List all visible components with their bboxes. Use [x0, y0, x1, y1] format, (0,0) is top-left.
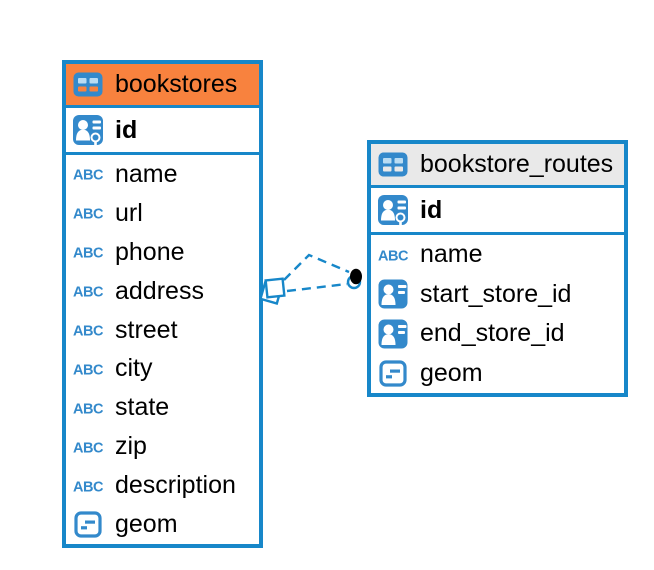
relationship-connector	[259, 253, 362, 305]
table-title: bookstores	[115, 70, 238, 98]
column-name[interactable]: ABC name	[371, 235, 624, 275]
relation-line-lower[interactable]	[286, 282, 348, 293]
column-name: name	[115, 159, 178, 188]
text-icon: ABC	[72, 438, 104, 456]
column-name: geom	[420, 358, 483, 387]
text-icon: ABC	[72, 399, 104, 417]
table-title: bookstore_routes	[420, 150, 614, 178]
relation-one-end-symbol[interactable]	[346, 268, 362, 290]
column-name: state	[115, 393, 170, 422]
svg-text:ABC: ABC	[73, 401, 104, 417]
table-icon	[377, 152, 409, 177]
column-id[interactable]: id	[66, 108, 259, 155]
svg-text:ABC: ABC	[73, 362, 104, 378]
primary-key-icon	[377, 189, 409, 231]
svg-text:ABC: ABC	[73, 207, 104, 223]
column-phone[interactable]: ABC phone	[66, 233, 259, 272]
column-name: name	[420, 240, 483, 269]
column-start_store_id[interactable]: start_store_id	[371, 275, 624, 315]
table-header[interactable]: bookstore_routes	[371, 144, 624, 188]
geometry-icon	[72, 511, 104, 538]
text-icon: ABC	[72, 243, 104, 262]
column-end_store_id[interactable]: end_store_id	[371, 314, 624, 354]
text-icon: ABC	[377, 246, 409, 264]
column-name: street	[115, 315, 178, 344]
column-name: id	[420, 195, 443, 224]
text-icon: ABC	[72, 360, 104, 378]
column-zip[interactable]: ABC zip	[66, 427, 259, 466]
text-icon: ABC	[72, 321, 104, 340]
reference-icon	[377, 319, 409, 349]
svg-text:ABC: ABC	[73, 479, 104, 495]
svg-text:ABC: ABC	[73, 168, 104, 184]
svg-text:ABC: ABC	[73, 285, 104, 301]
column-street[interactable]: ABC street	[66, 311, 259, 350]
text-icon: ABC	[72, 204, 104, 223]
column-name: address	[115, 276, 204, 305]
column-name: zip	[115, 432, 147, 461]
column-city[interactable]: ABC city	[66, 350, 259, 389]
text-icon: ABC	[72, 282, 104, 301]
column-name: end_store_id	[420, 319, 565, 348]
table-header[interactable]: bookstores	[66, 64, 259, 108]
column-geom[interactable]: geom	[371, 354, 624, 394]
geometry-icon	[377, 360, 409, 387]
column-name[interactable]: ABC name	[66, 155, 259, 194]
column-name: start_store_id	[420, 279, 572, 308]
column-name: description	[115, 471, 236, 500]
reference-icon	[377, 279, 409, 309]
relation-line-upper[interactable]	[283, 253, 350, 281]
svg-text:ABC: ABC	[378, 248, 409, 264]
column-description[interactable]: ABC description	[66, 466, 259, 505]
column-geom[interactable]: geom	[66, 505, 259, 544]
column-name: url	[115, 198, 143, 227]
column-name: geom	[115, 510, 178, 539]
svg-text:ABC: ABC	[73, 246, 104, 262]
column-address[interactable]: ABC address	[66, 272, 259, 311]
column-url[interactable]: ABC url	[66, 194, 259, 233]
text-icon: ABC	[72, 477, 104, 495]
column-state[interactable]: ABC state	[66, 388, 259, 427]
relation-many-end-symbol[interactable]	[259, 277, 286, 305]
text-icon: ABC	[72, 165, 104, 184]
primary-key-icon	[72, 109, 104, 151]
svg-text:ABC: ABC	[73, 324, 104, 340]
svg-text:ABC: ABC	[73, 440, 104, 456]
column-id[interactable]: id	[371, 188, 624, 235]
column-name: city	[115, 354, 153, 383]
table-icon	[72, 72, 104, 97]
column-name: phone	[115, 237, 185, 266]
column-name: id	[115, 115, 138, 144]
